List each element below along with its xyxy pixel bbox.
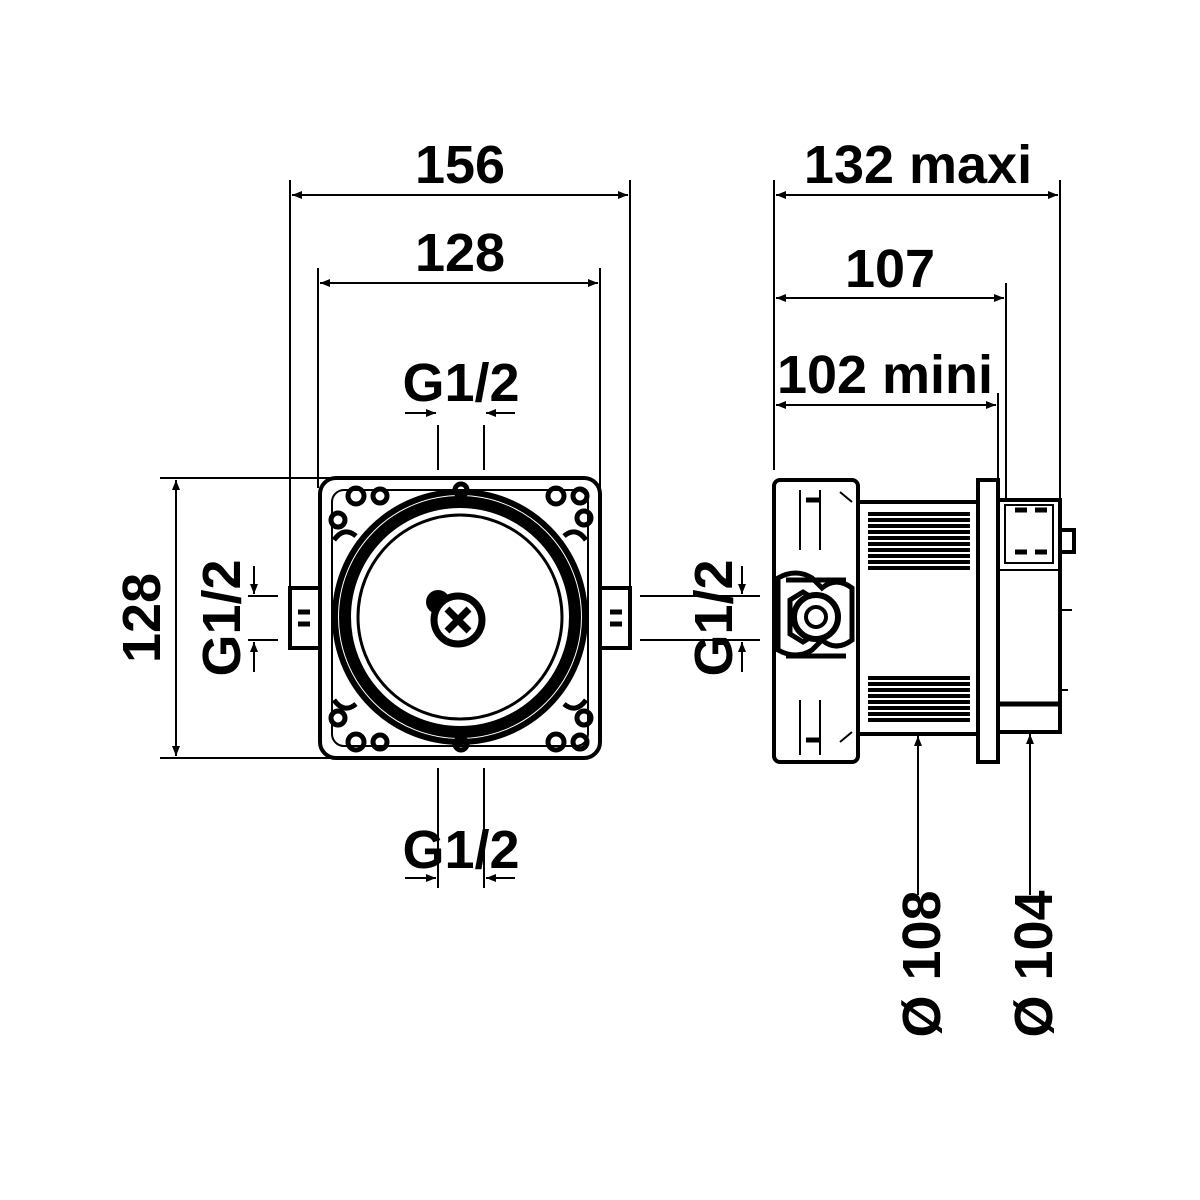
thread-lower xyxy=(868,676,970,722)
dimension-port-left: G1/2 xyxy=(192,559,278,677)
side-view: 132 maxi 107 102 mini xyxy=(772,135,1076,1038)
dim-label-132-maxi: 132 maxi xyxy=(804,135,1032,195)
dim-label-dia-104: Ø 104 xyxy=(1004,890,1064,1037)
dim-label-128-height: 128 xyxy=(112,573,172,663)
thread-upper xyxy=(868,512,970,574)
dimension-port-right: G1/2 xyxy=(640,559,760,677)
dimension-diameter-large: Ø 108 xyxy=(892,736,952,1038)
dimension-depth-max: 132 maxi xyxy=(773,135,1061,500)
dim-label-dia-108: Ø 108 xyxy=(892,890,952,1037)
dimension-diameter-small: Ø 104 xyxy=(1004,734,1064,1038)
dimension-port-bottom: G1/2 xyxy=(402,768,520,888)
port-label-bottom: G1/2 xyxy=(402,820,519,880)
front-view: 156 128 G1/2 128 xyxy=(112,135,760,888)
valve-box-front xyxy=(288,476,632,760)
port-label-top: G1/2 xyxy=(402,353,519,413)
dimension-depth-min: 102 mini xyxy=(776,345,999,490)
dimension-port-top: G1/2 xyxy=(402,353,520,470)
mounting-holes xyxy=(328,481,594,753)
port-label-right: G1/2 xyxy=(684,559,744,676)
inlet-fitting-icon xyxy=(775,570,855,659)
dim-label-107: 107 xyxy=(845,239,935,299)
dimension-width-outer: 156 xyxy=(289,135,631,600)
dim-label-156: 156 xyxy=(415,135,505,195)
valve-spindle-icon xyxy=(426,590,486,648)
dim-label-102-mini: 102 mini xyxy=(777,345,993,405)
port-label-left: G1/2 xyxy=(192,559,252,676)
dimension-height: 128 xyxy=(112,477,330,759)
dimension-width-inner: 128 xyxy=(317,223,601,488)
valve-box-side xyxy=(772,478,1076,764)
dimension-depth-mid: 107 xyxy=(776,239,1007,500)
dim-label-128-width: 128 xyxy=(415,223,505,283)
